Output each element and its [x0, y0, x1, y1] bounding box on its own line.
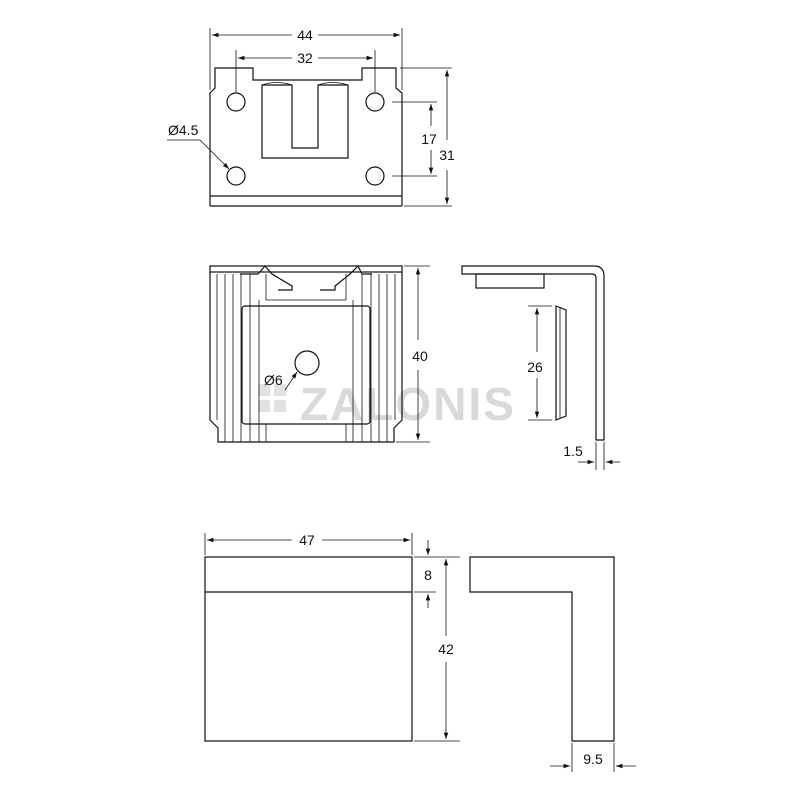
side-l-profile — [461, 265, 605, 441]
dim-top-hole-spacing: 32 — [297, 50, 313, 66]
dim-cover-side-thickness: 9.5 — [583, 751, 603, 767]
dim-top-hole-vertical: 17 — [421, 131, 437, 147]
hole-bottom-left — [226, 166, 246, 186]
plate-center-slot — [261, 84, 349, 159]
dim-top-height: 31 — [439, 147, 455, 163]
dim-side-insert-height: 26 — [527, 359, 543, 375]
cover-l-outline — [469, 556, 615, 742]
dim-top-hole-diameter: Ø4.5 — [168, 122, 199, 138]
dim-cover-height: 42 — [438, 641, 454, 657]
front-view-bracket — [209, 264, 403, 443]
dim-top-width: 44 — [297, 27, 313, 43]
cover-side-view — [469, 556, 615, 742]
side-insert — [555, 305, 567, 421]
side-tab — [475, 273, 545, 289]
top-view-plate — [209, 67, 403, 207]
top-view-dimensions: 44 32 31 17 Ø4.5 — [167, 27, 455, 207]
cover-outline — [204, 556, 413, 742]
cover-front-view — [204, 556, 413, 742]
hole-top-right — [365, 92, 385, 112]
cover-side-dimensions: 9.5 — [550, 743, 636, 772]
front-top-band — [209, 265, 403, 273]
dim-cover-width: 47 — [299, 532, 315, 548]
front-flange — [240, 264, 372, 291]
dim-front-hole-diameter: Ø6 — [264, 372, 283, 388]
dim-side-thickness: 1.5 — [563, 443, 583, 459]
watermark-text: ZALONIS — [300, 378, 516, 430]
front-hole — [294, 350, 320, 376]
front-view-dimensions: 40 Ø6 — [264, 265, 430, 443]
cover-dimensions: 47 8 42 — [204, 532, 460, 742]
watermark-logo: ZALONIS — [258, 378, 516, 430]
side-view-profile — [461, 265, 605, 441]
dim-cover-top-height: 8 — [424, 567, 432, 583]
side-view-dimensions: 26 1.5 — [527, 305, 620, 470]
plate-outline — [209, 67, 403, 206]
hole-top-left — [226, 92, 246, 112]
hole-bottom-right — [365, 166, 385, 186]
dim-front-height: 40 — [412, 348, 428, 364]
